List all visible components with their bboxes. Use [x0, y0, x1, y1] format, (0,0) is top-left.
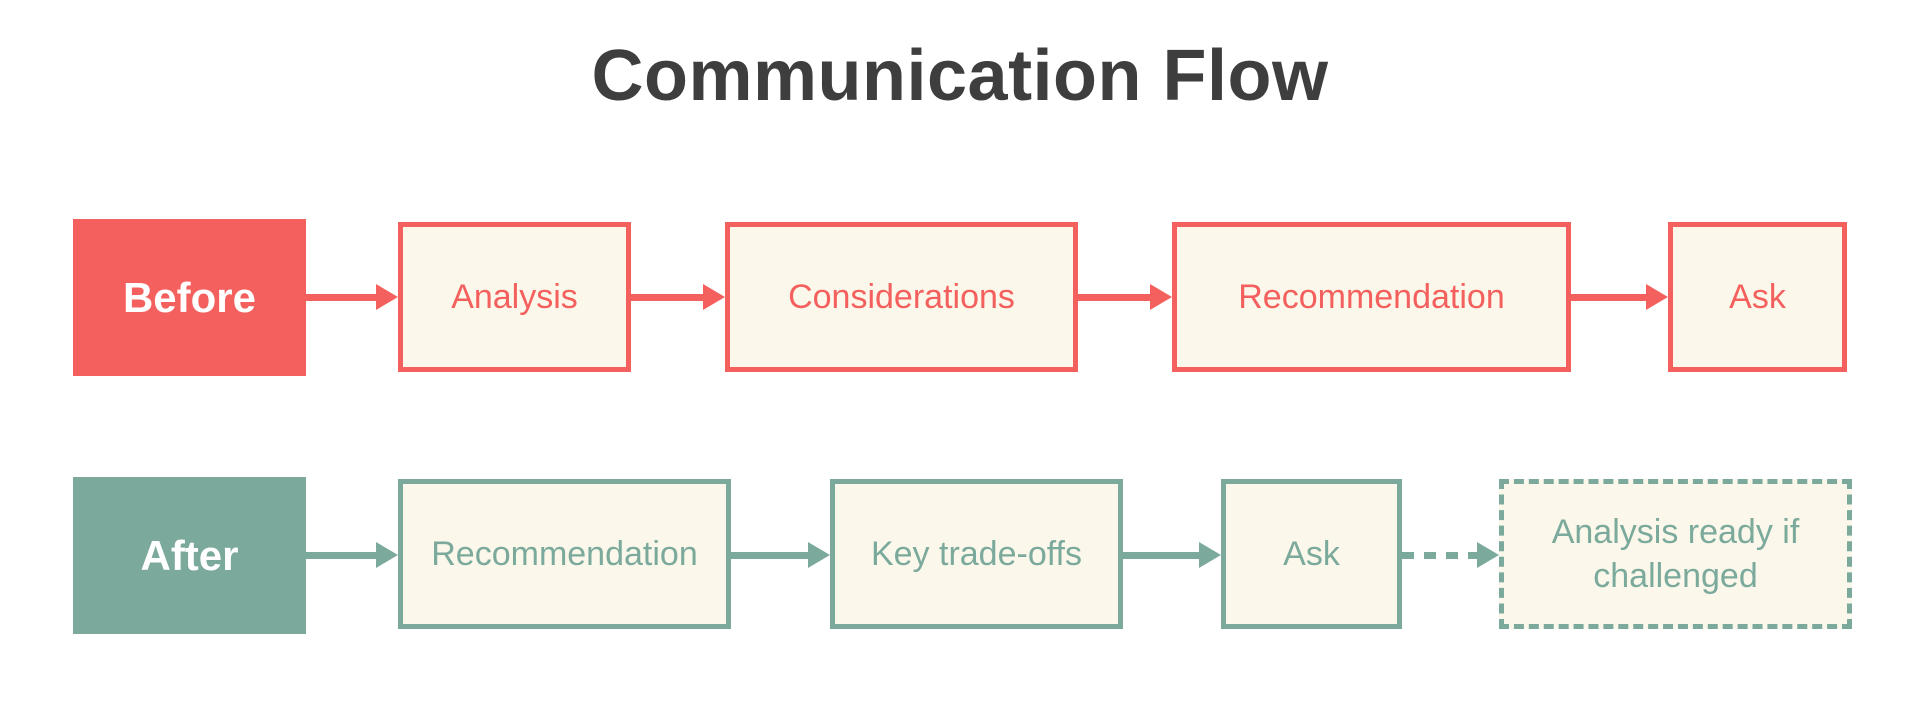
arrow-ask-to-analysis-ready-dashed	[1402, 541, 1499, 569]
arrow-head-icon	[1646, 284, 1668, 310]
arrow-after-to-recommendation	[306, 541, 398, 569]
node-label: Recommendation	[431, 534, 698, 573]
arrow-before-to-analysis	[306, 283, 398, 311]
node-before-recommendation: Recommendation	[1172, 222, 1571, 372]
node-label: Ask	[1729, 277, 1786, 316]
arrow-tradeoffs-to-ask	[1123, 541, 1221, 569]
arrow-head-icon	[376, 542, 398, 568]
node-label: Analysis ready if challenged	[1551, 512, 1800, 595]
arrow-head-icon	[376, 284, 398, 310]
node-after-key-tradeoffs: Key trade-offs	[830, 479, 1123, 629]
diagram-title: Communication Flow	[591, 36, 1329, 116]
arrow-head-icon	[703, 284, 725, 310]
arrow-shaft	[306, 551, 376, 559]
arrow-head-icon	[1477, 542, 1499, 568]
before-label: Before	[122, 273, 257, 321]
node-before-analysis: Analysis	[398, 222, 631, 372]
node-label: Recommendation	[1238, 277, 1505, 316]
arrow-shaft	[731, 551, 808, 559]
arrow-head-icon	[1150, 284, 1172, 310]
arrow-analysis-to-considerations	[631, 283, 725, 311]
node-label: Key trade-offs	[870, 534, 1083, 573]
arrow-considerations-to-recommendation	[1078, 283, 1172, 311]
node-before-ask: Ask	[1668, 222, 1847, 372]
arrow-head-icon	[808, 542, 830, 568]
node-label: Considerations	[788, 277, 1015, 316]
arrow-head-icon	[1199, 542, 1221, 568]
arrow-shaft-dashed	[1402, 551, 1477, 559]
after-label: After	[140, 531, 239, 579]
arrow-shaft	[1571, 293, 1646, 301]
arrow-shaft	[1078, 293, 1150, 301]
node-label: Analysis	[451, 277, 578, 316]
node-after-analysis-ready: Analysis ready if challenged	[1499, 479, 1852, 629]
arrow-shaft	[631, 293, 703, 301]
node-label: Ask	[1283, 534, 1340, 573]
node-before-considerations: Considerations	[725, 222, 1078, 372]
arrow-recommendation-to-ask	[1571, 283, 1668, 311]
node-after-recommendation: Recommendation	[398, 479, 731, 629]
arrow-recommendation-to-tradeoffs	[731, 541, 830, 569]
after-label-box: After	[73, 477, 306, 634]
node-after-ask: Ask	[1221, 479, 1402, 629]
arrow-shaft	[306, 293, 376, 301]
arrow-shaft	[1123, 551, 1199, 559]
before-label-box: Before	[73, 219, 306, 376]
